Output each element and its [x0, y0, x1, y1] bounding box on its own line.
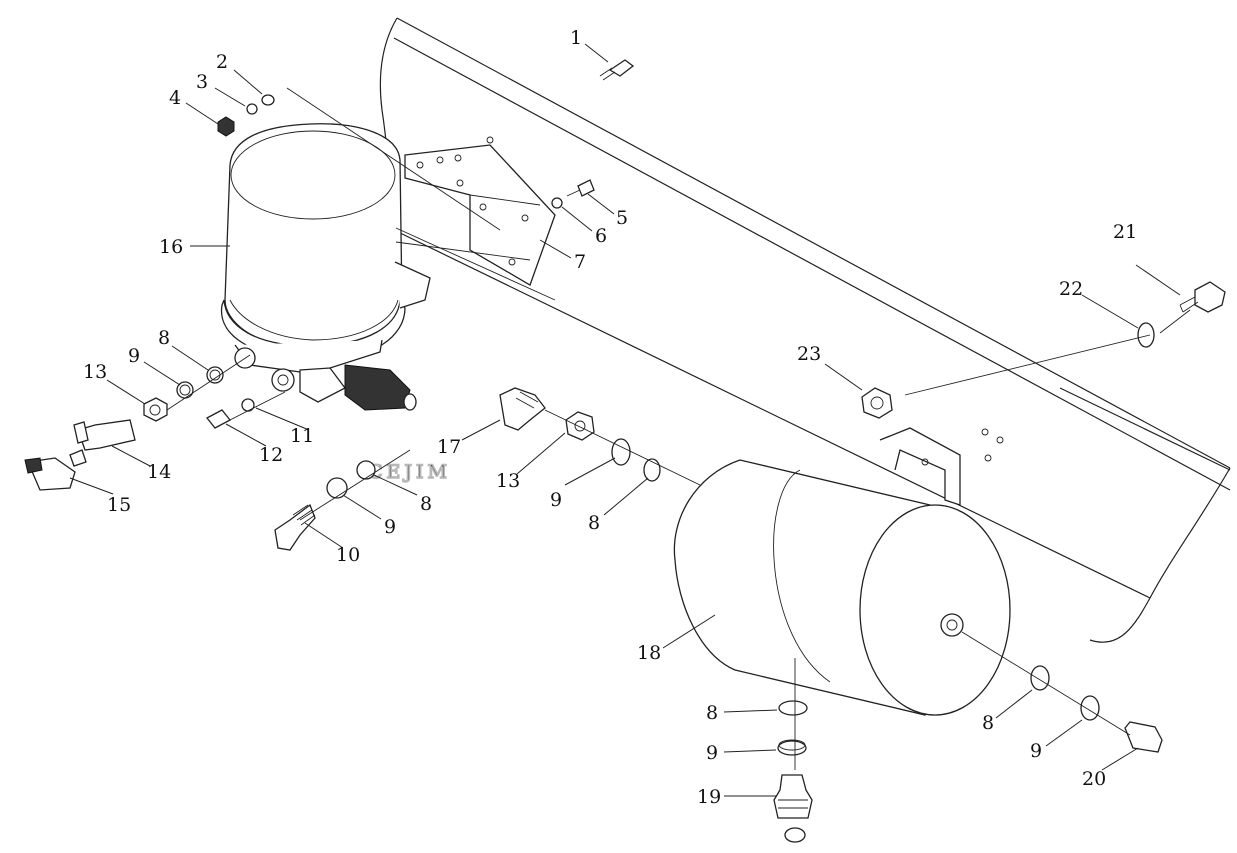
callout-19: 19 [697, 786, 721, 808]
tank-bracket [879, 427, 1004, 506]
callout-9-drain: 9 [706, 742, 718, 764]
seal-ring-9-drain [777, 739, 807, 756]
seal-ring-9-left [176, 381, 194, 399]
callout-22: 22 [1059, 278, 1083, 300]
fastener-bolt-1 [599, 59, 635, 81]
tee-fitting-14 [69, 419, 136, 467]
seal-ring-9-mid [326, 477, 348, 499]
callout-20: 20 [1082, 768, 1106, 790]
callout-7: 7 [574, 251, 586, 273]
callout-8-center: 8 [588, 512, 600, 534]
callout-8-mid: 8 [420, 493, 432, 515]
frame-rail [379, 17, 1231, 643]
callout-9-center: 9 [550, 489, 562, 511]
washer-22 [1137, 322, 1155, 348]
callout-6: 6 [595, 225, 607, 247]
callout-8-air-dryer: 8 [158, 327, 170, 349]
callout-14: 14 [147, 461, 171, 483]
elbow-10 [274, 503, 316, 551]
callout-16: 16 [159, 236, 183, 258]
plug-20 [1124, 721, 1163, 753]
callout-1: 1 [570, 27, 582, 49]
air-tank [673, 459, 1011, 716]
callout-17: 17 [437, 436, 461, 458]
callout-9-end: 9 [1030, 740, 1042, 762]
bolt-21 [1179, 281, 1226, 313]
watermark-text: CEJIM [368, 461, 451, 483]
seal-ring-9-end [1080, 695, 1100, 721]
fastener-nut-4 [217, 116, 235, 137]
callout-11: 11 [290, 425, 314, 447]
fastener-bolt-5 [566, 179, 595, 197]
callout-9-mid: 9 [384, 516, 396, 538]
callout-15: 15 [107, 494, 131, 516]
fitting-13-center [565, 411, 595, 441]
nipple-12 [206, 409, 231, 429]
drain-valve-19 [773, 774, 813, 843]
air-dryer [220, 123, 431, 411]
callout-13-center: 13 [496, 470, 520, 492]
callout-8-drain: 8 [706, 702, 718, 724]
callout-9-air-dryer: 9 [128, 345, 140, 367]
callout-5: 5 [616, 207, 628, 229]
fitting-13-left [143, 397, 168, 422]
leader-lines [69, 43, 1181, 797]
seal-ring-8-mid [356, 460, 376, 480]
assembly-lines [166, 87, 1191, 770]
fastener-washer-3 [246, 103, 258, 115]
callout-3: 3 [196, 71, 208, 93]
seal-ring-8-center [643, 458, 661, 482]
callout-2: 2 [216, 51, 228, 73]
valve-15 [24, 457, 76, 491]
elbow-17 [499, 387, 546, 431]
seal-ring-8-end [1030, 665, 1050, 691]
callout-18: 18 [637, 642, 661, 664]
callout-23: 23 [797, 343, 821, 365]
callout-labels: 1 2 3 4 5 6 7 8 8 8 8 8 9 9 9 9 9 10 11 … [83, 27, 1137, 808]
fastener-washer-2 [261, 94, 275, 106]
seal-ring-9-center [611, 438, 631, 466]
fastener-washer-6 [551, 197, 563, 209]
callout-10: 10 [336, 544, 360, 566]
nut-23 [861, 387, 893, 419]
callout-13-left: 13 [83, 361, 107, 383]
callout-12: 12 [259, 444, 283, 466]
callout-8-end: 8 [982, 712, 994, 734]
mounting-bracket [404, 136, 556, 286]
callout-4: 4 [169, 87, 181, 109]
callout-21: 21 [1113, 221, 1137, 243]
seal-ring-8-drain [778, 700, 808, 716]
